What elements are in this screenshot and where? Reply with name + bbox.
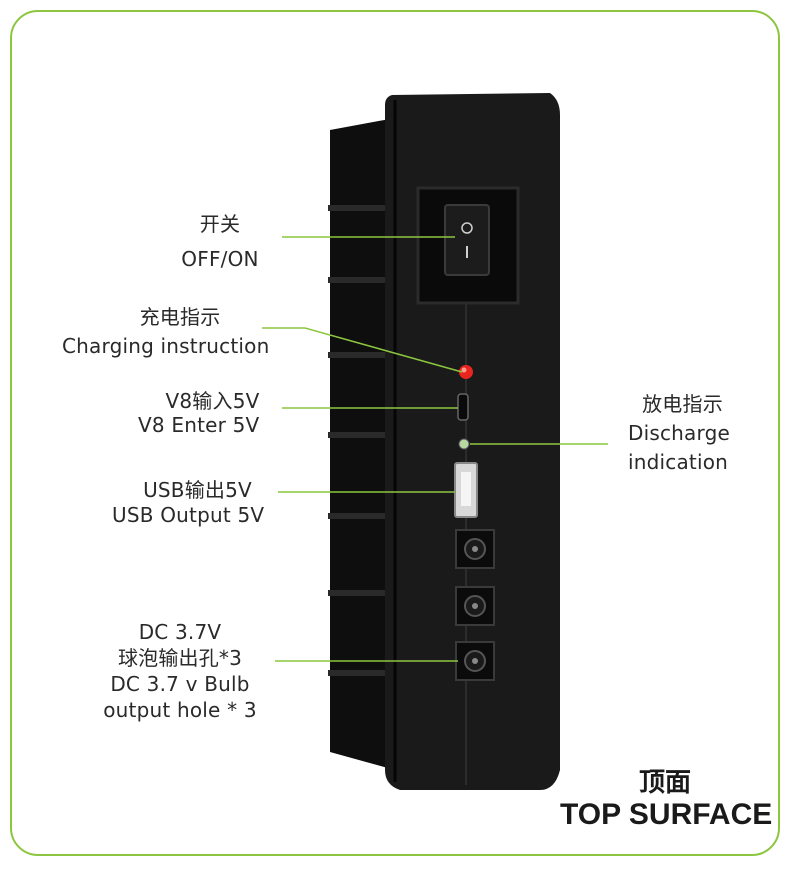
input-label-zh: V8输入5V <box>165 389 260 413</box>
input-label-en: V8 Enter 5V <box>138 413 260 437</box>
usb-label-zh: USB输出5V <box>143 478 252 502</box>
discharge-label-en1: Discharge <box>628 421 730 445</box>
switch-rocker <box>444 204 490 276</box>
charging-label-zh: 充电指示 <box>139 305 221 329</box>
discharge-label-en2: indication <box>628 450 729 474</box>
dc-jack-1 <box>455 529 495 569</box>
switch-label-en: OFF/ON <box>181 247 259 271</box>
switch-on-mark <box>461 222 473 234</box>
product-frame <box>10 10 780 856</box>
leader-charging <box>262 327 463 373</box>
dc-jack-3 <box>455 641 495 681</box>
dc-label-line1: DC 3.7V <box>138 620 222 644</box>
title-zh: 顶面 <box>638 767 691 797</box>
usb-label-en: USB Output 5V <box>112 503 265 527</box>
dc-label-line3: DC 3.7 v Bulb <box>110 672 250 696</box>
title-en: TOP SURFACE <box>560 798 773 831</box>
dc-label-line2: 球泡输出孔*3 <box>117 646 243 670</box>
dc-jack-2 <box>455 586 495 626</box>
discharge-led <box>458 438 470 450</box>
micro-usb-port <box>457 393 469 421</box>
charging-label-en: Charging instruction <box>62 334 270 358</box>
switch-label-zh: 开关 <box>199 212 241 236</box>
discharge-label-zh: 放电指示 <box>642 392 723 416</box>
device-side-ribs <box>328 205 390 676</box>
dc-label-line4: output hole * 3 <box>103 698 257 722</box>
